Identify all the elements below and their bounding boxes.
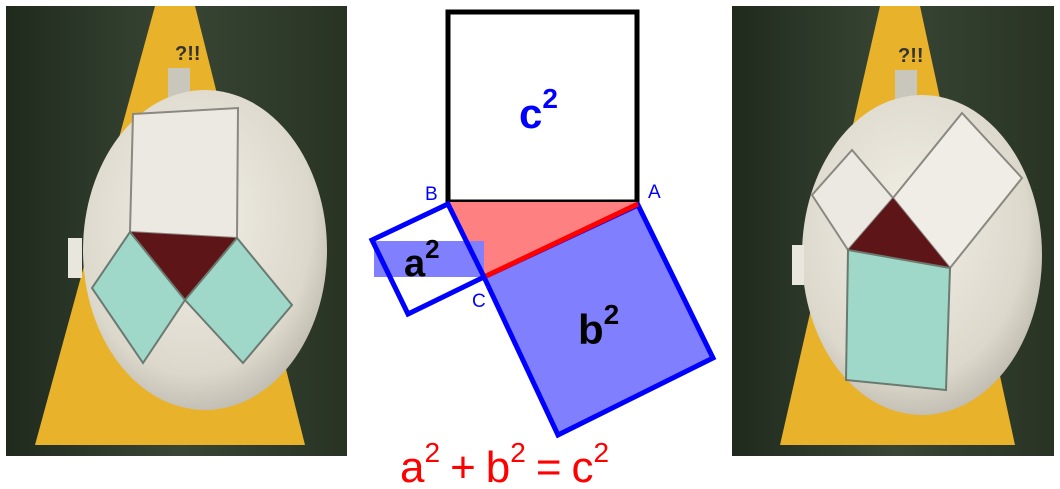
right-photo-sign-mark: ?!!: [898, 45, 924, 67]
triangle-edge-ca: [482, 201, 640, 280]
vertex-label-c: C: [472, 291, 486, 312]
label-a-squared: a2: [404, 234, 440, 285]
left-photo-square-hyp: [128, 106, 240, 240]
pythagoras-diagram: c2 a2 b2 B A C a2+b2=c2: [368, 9, 717, 489]
square-c: [445, 9, 640, 205]
left-photo-square-leg-b: [183, 236, 294, 365]
left-photo-square-leg-a: [90, 230, 187, 365]
left-photo-hook: [168, 68, 190, 98]
right-photo-clip: [792, 245, 804, 285]
right-photo: ?!!: [732, 6, 1054, 456]
right-photo-square-leg-a: [810, 148, 895, 252]
label-band-a: [374, 241, 484, 277]
label-c-squared: c2: [519, 83, 558, 137]
right-photo-triangle: [848, 198, 950, 268]
right-photo-hook: [895, 70, 917, 100]
vertex-label-a: A: [648, 182, 661, 203]
left-photo-triangle: [130, 232, 237, 300]
left-photo-clip: [68, 238, 82, 278]
left-photo: ?!!: [6, 6, 347, 456]
label-b-squared: b2: [578, 299, 619, 353]
left-photo-sign-mark: ?!!: [175, 43, 201, 65]
vertex-label-b: B: [425, 184, 438, 205]
square-a: [368, 200, 488, 318]
equation: a2+b2=c2: [400, 437, 609, 489]
right-photo-square-hyp: [844, 248, 952, 392]
right-triangle: [448, 202, 638, 277]
